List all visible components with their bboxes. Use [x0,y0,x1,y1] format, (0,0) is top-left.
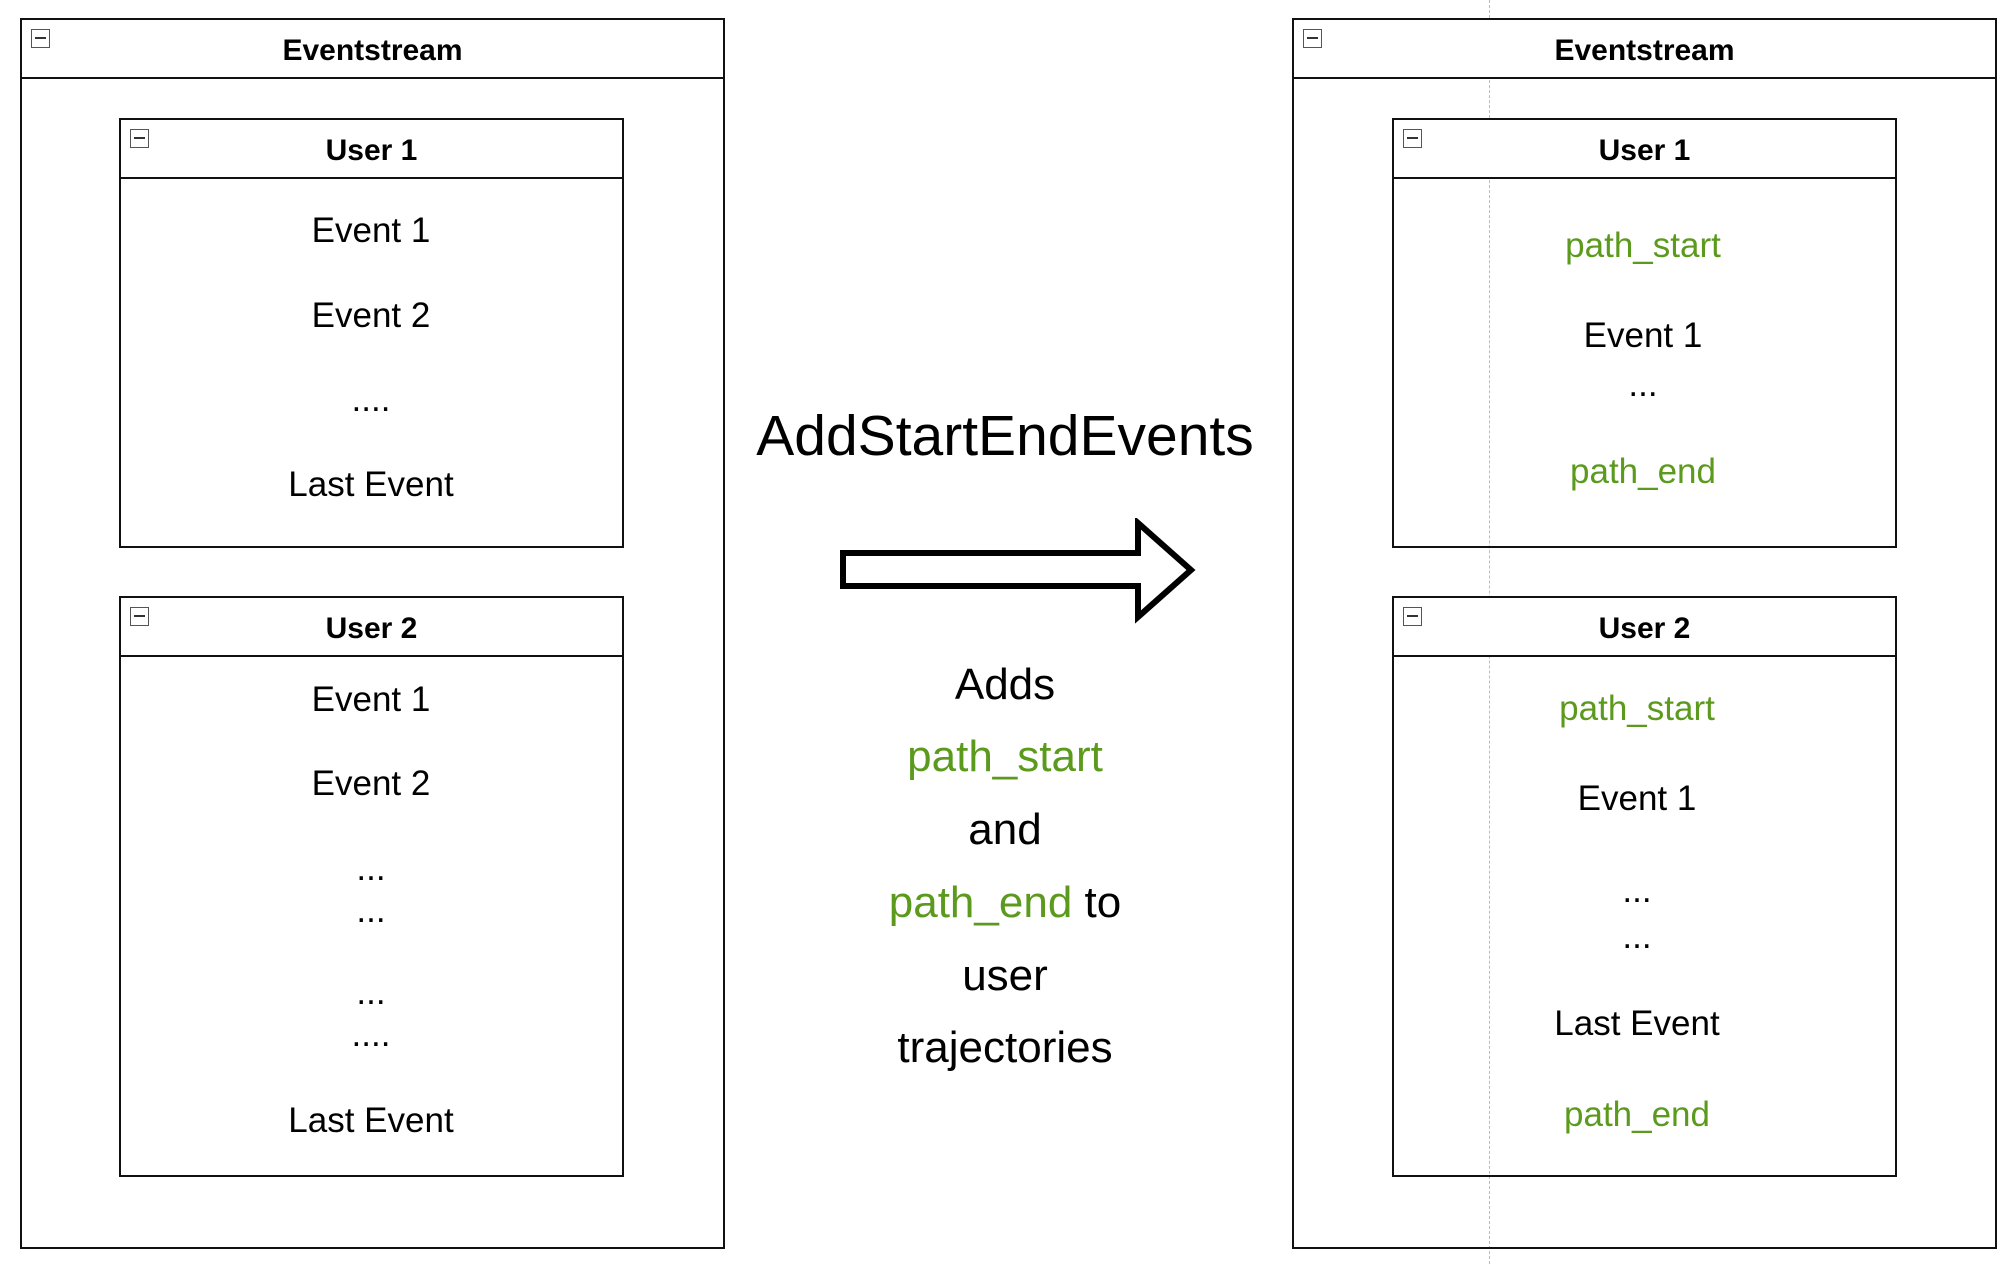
ellipsis-item: ... [356,849,386,888]
ellipsis-item: .... [351,380,391,419]
event-item: Event 2 [311,764,431,803]
user1-left-header: User 1 [121,120,622,179]
description-line: trajectories [897,1023,1113,1072]
event-item: Last Event [288,465,454,504]
collapse-icon[interactable] [1303,29,1322,48]
eventstream-right-header: Eventstream [1294,20,1995,79]
eventstream-right: Eventstream [1292,18,1997,1249]
path-start-event: path_start [1559,689,1715,728]
user1-right-box: User 1 [1392,118,1897,548]
ellipsis-item: ... [1622,871,1652,910]
description-end-event: path_end [888,878,1073,927]
user2-right-box: User 2 [1392,596,1897,1177]
eventstream-left-header: Eventstream [22,20,723,79]
ellipsis-item: ... [356,973,386,1012]
path-end-event: path_end [1564,1095,1710,1134]
event-item: Event 1 [311,680,431,719]
description-line: user [962,951,1048,1000]
ellipsis-item: ... [1622,917,1652,956]
event-item: Event 1 [311,211,431,250]
description-to-word: to [1084,878,1122,927]
ellipsis-item: ... [1628,365,1658,404]
path-end-event: path_end [1570,452,1716,491]
ellipsis-item: ... [356,891,386,930]
event-item: Last Event [1554,1004,1720,1043]
eventstream-left-title: Eventstream [282,33,463,67]
user2-right-title: User 2 [1598,611,1691,645]
user1-left-title: User 1 [325,133,418,167]
path-start-event: path_start [1565,226,1721,265]
description-start-event: path_start [907,732,1103,781]
user2-left-header: User 2 [121,598,622,657]
collapse-icon[interactable] [31,29,50,48]
user2-left-title: User 2 [325,611,418,645]
collapse-icon[interactable] [130,129,149,148]
description-line: Adds [954,660,1056,709]
right-arrow-icon [840,518,1196,624]
user1-left-box: User 1 [119,118,624,548]
event-item: Event 1 [1583,316,1703,355]
user2-right-header: User 2 [1394,598,1895,657]
description-end-line: path_end to [889,878,1121,928]
event-item: Last Event [288,1101,454,1140]
event-item: Event 2 [311,296,431,335]
collapse-icon[interactable] [1403,129,1422,148]
event-item: Event 1 [1577,779,1697,818]
collapse-icon[interactable] [1403,607,1422,626]
collapse-icon[interactable] [130,607,149,626]
user1-right-title: User 1 [1598,133,1691,167]
user1-right-header: User 1 [1394,120,1895,179]
ellipsis-item: .... [351,1015,391,1054]
eventstream-right-title: Eventstream [1554,33,1735,67]
transform-title: AddStartEndEvents [756,404,1254,468]
user2-left-box: User 2 [119,596,624,1177]
description-line: and [968,805,1042,854]
